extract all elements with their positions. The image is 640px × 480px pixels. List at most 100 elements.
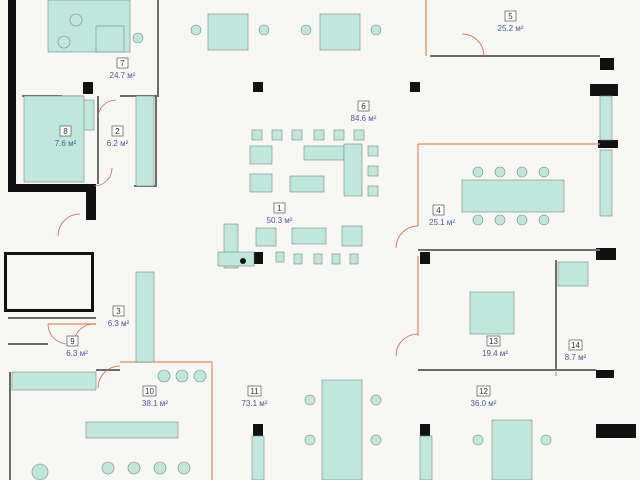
chair (367, 185, 379, 197)
chair (370, 24, 382, 36)
room-area: 7.6 м² (55, 139, 77, 148)
chair (370, 434, 382, 446)
chair (157, 369, 171, 383)
chair (271, 129, 283, 141)
storage (599, 149, 613, 217)
sofa (303, 145, 345, 161)
wall-right-column-c (598, 140, 618, 148)
column (410, 82, 420, 92)
desk-cluster (207, 13, 249, 51)
table (469, 291, 515, 335)
room-number-box (504, 10, 517, 22)
storage (251, 435, 265, 480)
chair (190, 24, 202, 36)
chair (304, 434, 316, 446)
chair (367, 145, 379, 157)
chair (367, 165, 379, 177)
room-number: 11 (250, 387, 259, 396)
chair (69, 13, 83, 27)
table (289, 175, 325, 193)
room-number: 2 (115, 127, 120, 136)
room-area: 6.3 м² (66, 349, 88, 358)
storage (419, 435, 433, 480)
chair (300, 24, 312, 36)
chair (293, 253, 303, 265)
room-number-box (247, 385, 262, 397)
wall-right-column-f (596, 424, 636, 438)
chair (370, 394, 382, 406)
plant (240, 258, 246, 264)
door (97, 365, 121, 389)
chair (349, 253, 359, 265)
room-number: 1 (277, 204, 282, 213)
cabinet (557, 261, 589, 287)
wall-left-room-right (91, 252, 94, 312)
room-number-box (112, 305, 125, 317)
chair (538, 214, 550, 226)
column (253, 424, 263, 436)
room-number: 8 (63, 127, 68, 136)
column (420, 252, 430, 264)
chair (516, 166, 528, 178)
exterior-walls (4, 0, 636, 438)
room-number: 5 (508, 12, 513, 21)
wall-left-top-bottom (8, 184, 96, 192)
chair (331, 253, 341, 265)
wall-left-mid-column (86, 184, 96, 220)
table (291, 227, 327, 245)
meeting-table (461, 179, 565, 213)
glass-partitions (48, 0, 600, 480)
column (420, 424, 430, 436)
chair (101, 461, 115, 475)
room-area: 8.7 м² (565, 353, 587, 362)
chair (540, 434, 552, 446)
chair (494, 166, 506, 178)
room-area: 19.4 м² (482, 349, 508, 358)
room-label-5: 5 25.2 м² (498, 10, 524, 33)
sofa (341, 225, 363, 247)
sofa (249, 145, 273, 165)
chair (472, 434, 484, 446)
room-number: 6 (361, 102, 366, 111)
chair (177, 461, 191, 475)
room-area: 84.6 м² (351, 114, 377, 123)
room-label-11: 11 73.1 м² (242, 385, 268, 408)
column (83, 82, 93, 94)
desk-cluster (491, 419, 533, 480)
wall-right-column-b (590, 84, 618, 96)
room-number-box (142, 385, 157, 397)
room-area: 36.0 м² (471, 399, 497, 408)
bench (85, 421, 179, 439)
room-number: 4 (436, 206, 441, 215)
room-number: 14 (571, 341, 580, 350)
room-label-6: 6 84.6 м² (351, 100, 377, 123)
room-label-14: 14 8.7 м² (565, 339, 587, 362)
room-number-box (116, 57, 129, 69)
chair (127, 461, 141, 475)
chair (193, 369, 207, 383)
chair (333, 129, 345, 141)
room-area: 25.2 м² (498, 24, 524, 33)
columns (83, 82, 430, 436)
room-number-box (568, 339, 583, 351)
room-label-10: 10 38.1 м² (142, 385, 168, 408)
room-number-box (111, 125, 124, 137)
room-label-7: 7 24.7 м² (110, 57, 136, 80)
room-area: 25.1 м² (429, 218, 455, 227)
column (253, 252, 263, 264)
desk-cluster (321, 379, 363, 480)
door (97, 99, 117, 119)
room-number-box (273, 202, 286, 214)
desk (95, 25, 125, 53)
room-area: 6.2 м² (107, 139, 129, 148)
chair (57, 35, 71, 49)
partition-room7-right (120, 0, 159, 97)
room-number-box (432, 204, 445, 216)
room-label-8: 8 7.6 м² (55, 125, 77, 148)
wall-right-column-a (600, 58, 614, 70)
chair (472, 214, 484, 226)
chair (313, 129, 325, 141)
chair (153, 461, 167, 475)
room-number: 7 (120, 59, 125, 68)
counter (217, 251, 255, 267)
